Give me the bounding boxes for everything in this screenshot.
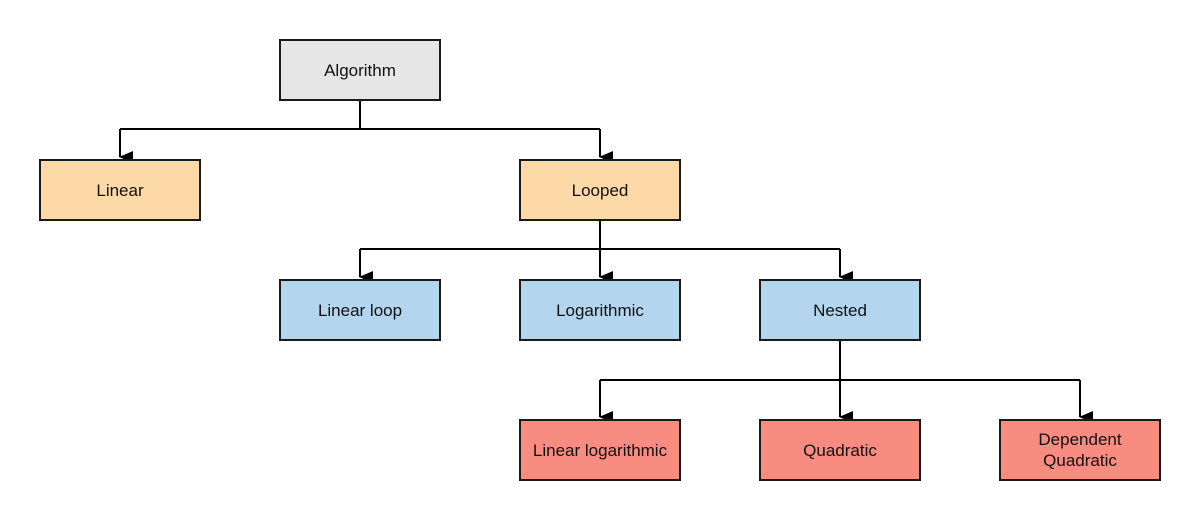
node-quadratic: Quadratic bbox=[759, 419, 921, 481]
node-linear-loop: Linear loop bbox=[279, 279, 441, 341]
node-label: Logarithmic bbox=[556, 300, 644, 320]
node-algorithm: Algorithm bbox=[279, 39, 441, 101]
node-linear: Linear bbox=[39, 159, 201, 221]
node-label: Linear logarithmic bbox=[532, 440, 668, 460]
node-label: Dependent Quadratic bbox=[1038, 430, 1122, 470]
node-label: Nested bbox=[813, 300, 867, 320]
node-label: Linear loop bbox=[317, 300, 403, 320]
node-nested: Nested bbox=[759, 279, 921, 341]
node-linear-logarithmic: Linear logarithmic bbox=[519, 419, 681, 481]
node-label: Quadratic bbox=[803, 440, 877, 460]
node-dependent-quadratic: Dependent Quadratic bbox=[999, 419, 1161, 481]
node-looped: Looped bbox=[519, 159, 681, 221]
node-logarithmic: Logarithmic bbox=[519, 279, 681, 341]
node-label: Looped bbox=[571, 180, 629, 200]
node-label: Linear bbox=[96, 180, 144, 200]
node-label: Algorithm bbox=[324, 60, 396, 80]
